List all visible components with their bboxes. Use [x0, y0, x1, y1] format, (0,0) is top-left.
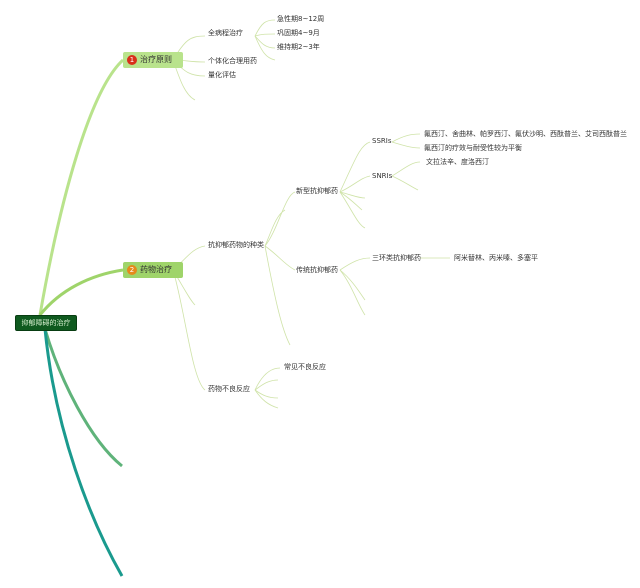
node-adverse-reactions[interactable]: 药物不良反应: [208, 385, 250, 393]
node-common-adverse-reactions[interactable]: 常见不良反应: [284, 363, 326, 371]
note-ssri-drugs[interactable]: 氟西汀、舍曲林、帕罗西汀、氟伏沙明、西酞普兰、艾司西酞普兰: [424, 130, 627, 138]
node-acute-phase[interactable]: 急性期8~12周: [277, 15, 325, 23]
node-tricyclic-antidepressants[interactable]: 三环类抗抑郁药: [372, 254, 421, 262]
node-snris[interactable]: SNRIs: [372, 172, 393, 180]
node-ssris[interactable]: SSRIs: [372, 137, 392, 145]
note-snri-drugs[interactable]: 文拉法辛、度洛西汀: [426, 158, 489, 166]
branch-drug-treatment[interactable]: 2 药物治疗: [123, 262, 183, 278]
branch-line-drug-treatment: [38, 268, 124, 316]
note-tricyclic-drugs[interactable]: 阿米替林、丙米嗪、多塞平: [454, 254, 538, 262]
note-ssri-fluoxetine[interactable]: 氟西汀的疗效与耐受性较为平衡: [424, 144, 522, 152]
node-consolidation-phase[interactable]: 巩固期4~9月: [277, 29, 320, 37]
branch-label: 药物治疗: [140, 265, 172, 274]
node-quantitative-assessment[interactable]: 量化评估: [208, 71, 236, 79]
node-traditional-antidepressants[interactable]: 传统抗抑郁药: [296, 266, 338, 274]
branch-line-collapsed-4: [43, 328, 124, 577]
node-maintenance-phase[interactable]: 维持期2~3年: [277, 43, 320, 51]
node-individualized-medication[interactable]: 个体化合理用药: [208, 57, 257, 65]
branch-line-collapsed-3: [43, 328, 123, 468]
branch-line-treatment-principles: [38, 58, 125, 316]
branch-label: 治疗原则: [140, 55, 172, 64]
number-badge-2: 2: [127, 265, 137, 275]
root-node[interactable]: 抑郁障碍的治疗: [15, 315, 77, 331]
node-antidepressant-types[interactable]: 抗抑郁药物的种类: [208, 241, 264, 249]
number-badge-1: 1: [127, 55, 137, 65]
node-full-course-treatment[interactable]: 全病程治疗: [208, 29, 243, 37]
branch-treatment-principles[interactable]: 1 治疗原则: [123, 52, 183, 68]
node-new-antidepressants[interactable]: 新型抗抑郁药: [296, 187, 338, 195]
